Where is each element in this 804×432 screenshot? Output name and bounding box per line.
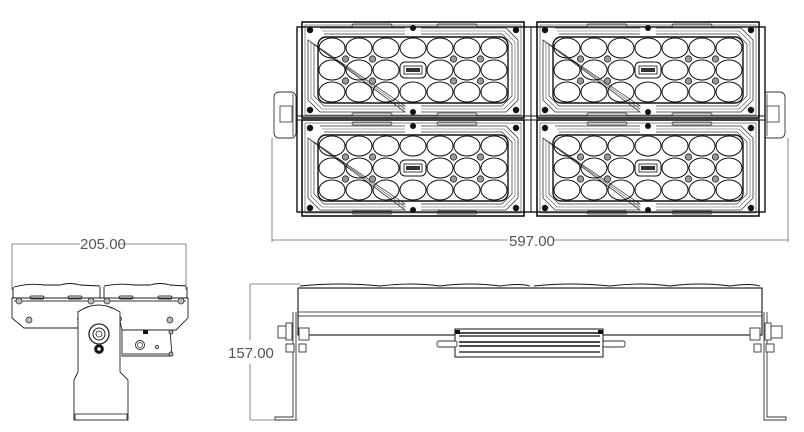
dimension-height-label: 157.00 <box>228 345 274 362</box>
side-view <box>11 243 189 421</box>
dimension-width <box>271 138 789 242</box>
dimension-depth-label: 205.00 <box>80 236 126 253</box>
left-bracket <box>273 91 297 139</box>
driver-heatsink <box>436 328 626 358</box>
right-bracket <box>762 91 786 139</box>
front-view <box>273 21 786 217</box>
dimension-width-label: 597.00 <box>509 233 555 250</box>
bottom-view <box>249 283 787 421</box>
